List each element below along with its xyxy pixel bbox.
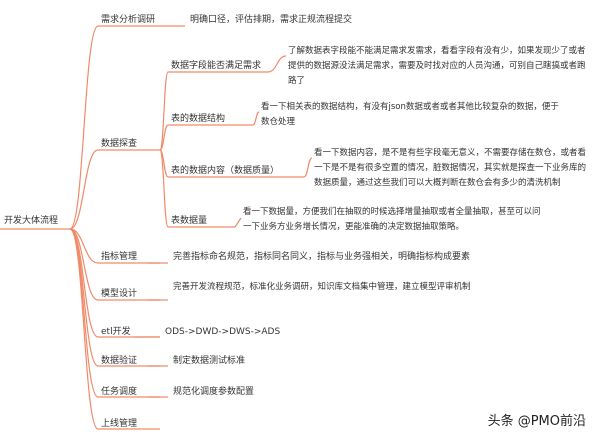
table-structure-detail: 看一下相关表的数据结构，有没有json数据或者或者其他比较复杂的数据，便于数仓处… [261, 102, 559, 127]
branch-release-label: 上线管理 [101, 419, 138, 429]
table-volume-detail: 看一下数据量，方便我们在抽取的时候选择增量抽取或者全量抽取，甚至可以问一下业务方… [243, 207, 541, 232]
link-field-detail [267, 55, 287, 73]
branch-metrics-label: 指标管理 [101, 252, 138, 262]
branch-scheduling-label: 任务调度 [101, 387, 138, 397]
scheduling-detail: 规范化调度参数配置 [173, 387, 255, 397]
link-exploration-structure [159, 124, 169, 151]
link-root-release [69, 228, 99, 430]
link-exploration-field [159, 71, 169, 151]
branch-model-design-label: 模型设计 [101, 289, 138, 299]
table-content-detail: 看一下数据内容，是不是有些字段毫无意义，不需要存储在数仓，或者看一下是不是有很多… [314, 148, 587, 188]
sub-table-content-label: 表的数据内容（数据质量） [171, 166, 280, 176]
link-root-model [69, 228, 99, 301]
branch-requirements-label: 需求分析调研 [101, 15, 156, 25]
sub-table-structure-label: 表的数据结构 [171, 114, 226, 124]
field-coverage-detail: 了解数据表字段能不能满足需求发需求，看看字段有没有少，如果发现少了或者提供的数据… [288, 46, 586, 86]
watermark: 头条 @PMO前沿 [487, 414, 586, 429]
sub-field-coverage-label: 数据字段能否满足需求 [171, 61, 262, 71]
link-root-requirements [69, 25, 99, 230]
link-root-exploration [69, 149, 99, 230]
root-node-label: 开发大体流程 [4, 216, 59, 226]
etl-detail: ODS->DWD->DWS->ADS [165, 327, 281, 337]
validation-detail: 制定数据测试标准 [173, 356, 246, 366]
branch-data-exploration-label: 数据探查 [101, 139, 138, 149]
link-content-detail [303, 157, 313, 178]
model-design-detail: 完善开发流程规范，标准化业务调研，知识库文档集中管理，建立模型评审机制 [173, 282, 471, 292]
branch-etl-label: etl开发 [101, 327, 131, 337]
sub-table-volume-label: 表数据量 [171, 216, 208, 226]
metrics-detail: 完善指标命名规范，指标同名同义，指标与业务强相关，明确指标构成要素 [173, 252, 471, 262]
link-volume-detail [234, 217, 242, 228]
link-root-scheduling [69, 228, 99, 398]
link-exploration-volume [159, 149, 169, 228]
branch-validation-label: 数据验证 [101, 356, 138, 366]
requirements-detail: 明确口径，评估排期，需求正规流程提交 [190, 15, 353, 25]
link-structure-detail [252, 111, 260, 126]
